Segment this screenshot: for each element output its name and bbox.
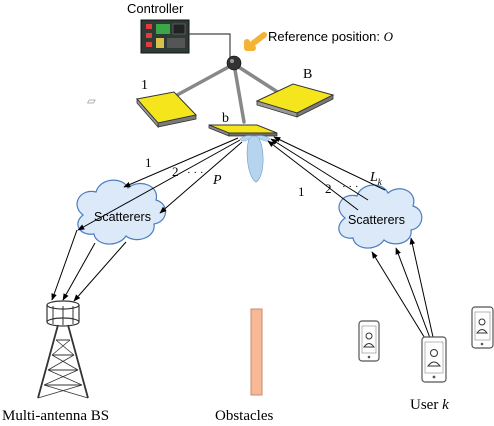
left-paths: [51, 137, 243, 302]
left-path-2-label: 2: [172, 164, 179, 179]
reference-label: Reference position: O: [268, 29, 394, 44]
base-station-tower: [37, 300, 89, 399]
user-phone-left: [358, 320, 380, 362]
ris-panel-b: b: [208, 111, 278, 137]
right-path-dots: · · ·: [342, 181, 359, 193]
left-path-1-label: 1: [145, 155, 152, 170]
scatterers-left: Scatterers: [76, 179, 167, 245]
right-path-L-label: Lk: [369, 170, 383, 187]
reference-position: Reference position: O: [244, 29, 394, 51]
right-paths: [267, 136, 434, 341]
obstacles-label: Obstacles: [215, 408, 273, 424]
user-label: User k: [410, 397, 449, 413]
reference-arrow-icon: [244, 32, 267, 51]
panel-B-label: B: [303, 67, 312, 82]
beam-pattern: [239, 135, 271, 183]
left-path-dots: · · ·: [187, 167, 204, 179]
controller-label: Controller: [127, 1, 184, 16]
ris-panel-1: 1: [87, 78, 197, 129]
panel-b-label: b: [222, 111, 229, 126]
user-phone-center: [421, 336, 447, 383]
user-phone-right: [471, 306, 494, 349]
left-path-P-label: P: [212, 173, 222, 188]
scatterers-left-label: Scatterers: [94, 210, 151, 224]
panel-1-label: 1: [141, 78, 148, 93]
right-path-2-label: 2: [325, 181, 332, 196]
bs-label: Multi-antenna BS: [2, 408, 109, 424]
obstacle-block: [250, 308, 263, 396]
scatterers-right-label: Scatterers: [348, 213, 405, 227]
ris-panel-B: B: [255, 67, 335, 118]
scatterers-right: Scatterers: [338, 184, 423, 249]
controller-device: Controller: [127, 1, 231, 58]
reference-joint: [226, 55, 242, 71]
right-path-1-label: 1: [298, 184, 305, 199]
